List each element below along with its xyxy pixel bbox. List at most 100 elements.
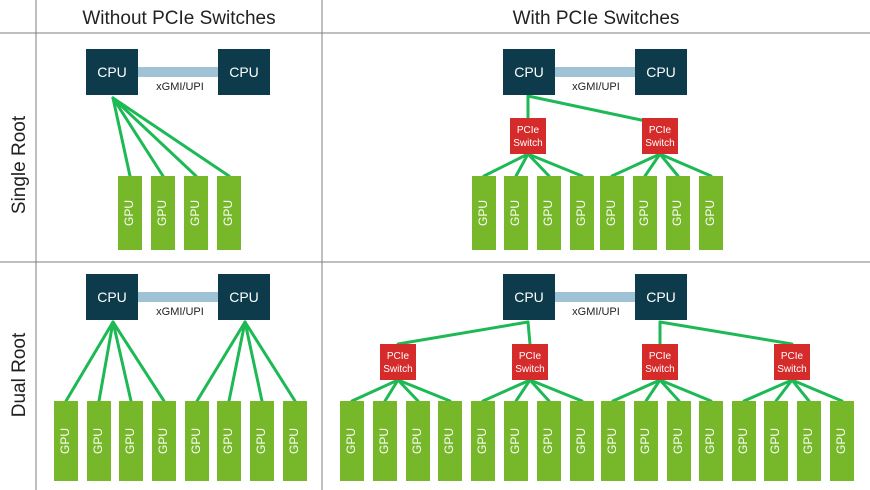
gpu-dual-without-8: GPU <box>283 401 307 481</box>
gpu-single-without-3: GPU <box>184 176 208 250</box>
gpu-label: GPU <box>637 200 651 226</box>
gpu-label: GPU <box>58 428 72 454</box>
cpu-box <box>635 274 687 320</box>
cpu-single-without-1: CPU <box>86 49 138 95</box>
interconnect-dual-without: xGMI/UPI <box>138 292 222 318</box>
gpu-label: GPU <box>377 428 391 454</box>
pcie-link <box>790 378 844 403</box>
gpu-label: GPU <box>541 428 555 454</box>
interconnect-label: xGMI/UPI <box>156 81 204 93</box>
cpu-dual-without-2: CPU <box>218 274 270 320</box>
gpu-label: GPU <box>344 428 358 454</box>
gpu-label: GPU <box>574 428 588 454</box>
gpu-box <box>601 401 625 481</box>
pcie-link <box>482 152 530 178</box>
header-without-switches: Without PCIe Switches <box>82 8 275 29</box>
gpu-box <box>118 176 142 250</box>
gpu-label: GPU <box>671 428 685 454</box>
gpu-dual-without-5: GPU <box>185 401 209 481</box>
cpu-label: CPU <box>97 64 127 80</box>
pcie-link <box>610 152 662 178</box>
cpu-box <box>86 274 138 320</box>
gpu-label: GPU <box>605 428 619 454</box>
pcie-link <box>658 378 681 403</box>
cpu-dual-with-2: CPU <box>635 274 687 320</box>
gpu-box <box>666 176 690 250</box>
pcie-link <box>481 378 532 403</box>
pcie-link <box>383 378 400 403</box>
gpu-dual-with-5: GPU <box>471 401 495 481</box>
gpu-box <box>471 401 495 481</box>
pcie-link <box>111 96 165 178</box>
switch-label-line2: Switch <box>645 138 674 149</box>
gpu-dual-with-3: GPU <box>406 401 430 481</box>
switch-label-line1: PCIe <box>517 125 540 136</box>
interconnect-single-without: xGMI/UPI <box>138 67 222 93</box>
pcie-link <box>611 378 662 403</box>
gpu-dual-with-4: GPU <box>438 401 462 481</box>
gpu-label: GPU <box>155 200 169 226</box>
switch-label-line2: Switch <box>645 364 674 375</box>
pcie-link <box>790 378 811 403</box>
gpu-label: GPU <box>221 200 235 226</box>
cpu-box <box>503 274 555 320</box>
gpu-dual-with-13: GPU <box>732 401 756 481</box>
gpu-box <box>250 401 274 481</box>
gpu-box <box>406 401 430 481</box>
gpu-label: GPU <box>638 428 652 454</box>
gpu-box <box>667 401 691 481</box>
gpu-label: GPU <box>801 428 815 454</box>
gpu-label: GPU <box>123 428 137 454</box>
switch-box <box>642 118 678 154</box>
gpu-box <box>119 401 143 481</box>
gpu-dual-with-8: GPU <box>570 401 594 481</box>
gpu-box <box>732 401 756 481</box>
gpu-label: GPU <box>254 428 268 454</box>
cpu-single-without-2: CPU <box>218 49 270 95</box>
pcie-link <box>526 94 662 126</box>
cpu-box <box>218 49 270 95</box>
pcie-link <box>526 320 532 346</box>
gpu-single-with-6: GPU <box>633 176 657 250</box>
pcie-link <box>658 320 794 346</box>
cpu-box <box>635 49 687 95</box>
pcie-link <box>111 96 132 178</box>
pcie-link <box>514 378 532 403</box>
gpu-label: GPU <box>768 428 782 454</box>
pcie-link <box>64 320 115 403</box>
interconnect-bar <box>555 67 638 77</box>
gpu-label: GPU <box>670 200 684 226</box>
pcie-link <box>111 96 231 178</box>
gpu-single-with-1: GPU <box>472 176 496 250</box>
gpu-box <box>340 401 364 481</box>
interconnect-bar <box>138 67 222 77</box>
gpu-box <box>537 401 561 481</box>
pcie-link <box>350 378 400 403</box>
pcie-link <box>526 152 551 178</box>
switch-label-line2: Switch <box>515 364 544 375</box>
gpu-dual-with-12: GPU <box>699 401 723 481</box>
gpu-label: GPU <box>508 200 522 226</box>
interconnect-label: xGMI/UPI <box>156 306 204 318</box>
gpu-label: GPU <box>834 428 848 454</box>
gpu-dual-with-7: GPU <box>537 401 561 481</box>
gpu-dual-without-6: GPU <box>217 401 241 481</box>
gpu-box <box>504 176 528 250</box>
pcie-link <box>111 96 198 178</box>
gpu-label: GPU <box>221 428 235 454</box>
gpu-box <box>797 401 821 481</box>
pcie-link <box>195 320 247 403</box>
pcie-link <box>227 320 247 403</box>
gpu-dual-without-2: GPU <box>87 401 111 481</box>
gpu-dual-without-3: GPU <box>119 401 143 481</box>
gpu-label: GPU <box>122 200 136 226</box>
gpu-single-without-2: GPU <box>151 176 175 250</box>
gpu-label: GPU <box>188 200 202 226</box>
gpu-single-with-8: GPU <box>699 176 723 250</box>
gpu-box <box>438 401 462 481</box>
switch-label-line2: Switch <box>383 364 412 375</box>
row-label-dual-root: Dual Root <box>9 332 30 417</box>
gpu-box <box>570 401 594 481</box>
